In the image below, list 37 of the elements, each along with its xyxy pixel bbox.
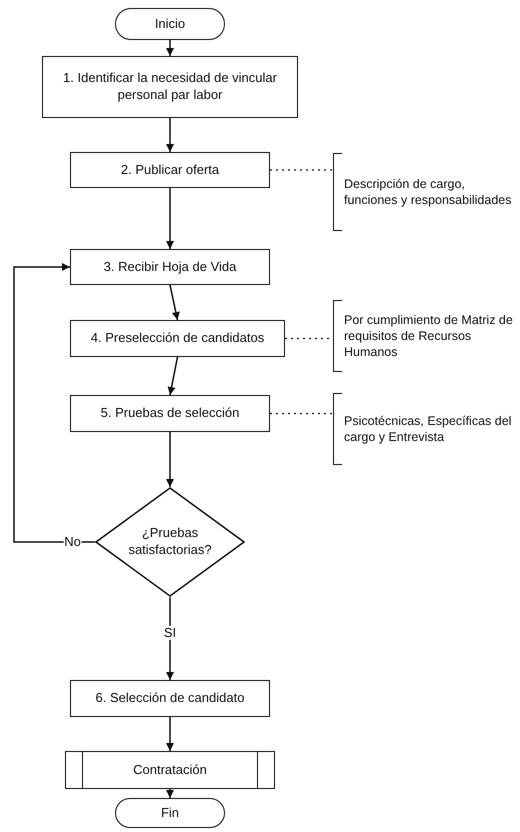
node-label: 3. Recibir Hoja de Vida — [104, 258, 236, 276]
arrow — [13, 263, 95, 543]
arrow — [168, 356, 178, 396]
start-terminal — [115, 8, 225, 40]
arrow — [166, 597, 174, 680]
node-label: Contratación — [133, 762, 207, 778]
node-label: Fin — [160, 804, 180, 822]
edge-label: SI — [162, 625, 178, 640]
node-label: Por cumplimiento de Matriz de requisitos de Recursos Humanos — [344, 312, 514, 360]
arrow — [166, 717, 174, 751]
process-box — [70, 320, 285, 357]
edge-label: No — [63, 534, 82, 550]
arrow — [166, 188, 174, 249]
arrow — [166, 432, 174, 487]
node-label: Descripción de cargo, funciones y responsabilidades — [344, 176, 512, 208]
node-label: Inicio — [154, 16, 186, 32]
end-terminal — [115, 798, 225, 828]
process-box — [70, 152, 270, 188]
node-label: 2. Publicar oferta — [120, 162, 220, 178]
process-box — [42, 56, 298, 118]
arrow — [166, 789, 174, 798]
node-label: 1. Identificar la necesidad de vincular personal par labor — [62, 70, 278, 104]
dotted-connector — [270, 169, 333, 171]
node-label: 6. Selección de candidato — [96, 690, 244, 707]
arrow — [166, 40, 174, 56]
dotted-connector — [270, 412, 333, 414]
node-label: 5. Pruebas de selección — [100, 405, 240, 422]
node-label: 4. Preselección de candidatos — [90, 330, 264, 347]
decision-diamond — [95, 487, 245, 597]
process-box — [70, 680, 270, 717]
process-box — [70, 395, 270, 432]
arrow — [166, 118, 174, 152]
predefined-process-box — [65, 751, 275, 789]
arrow — [169, 284, 180, 320]
node-label: Psicotécnicas, Específicas del cargo y Entrevista — [344, 412, 512, 446]
node-label: ¿Pruebas satisfactorias? — [127, 525, 213, 559]
process-box — [70, 249, 270, 285]
